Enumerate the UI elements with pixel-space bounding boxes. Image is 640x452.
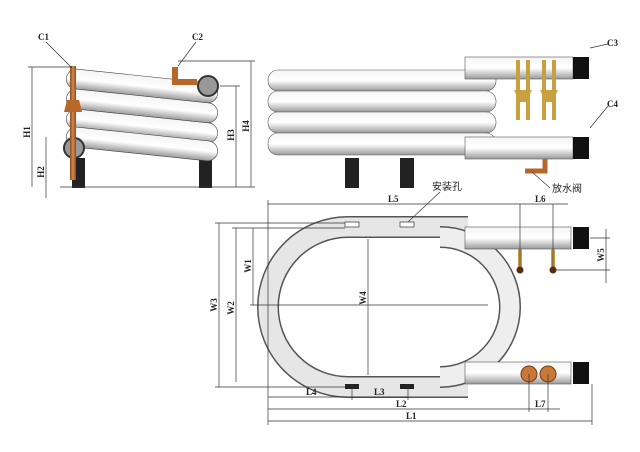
outlet-end-cap bbox=[197, 75, 219, 97]
coil-turn bbox=[267, 111, 497, 134]
leader-line-c1 bbox=[45, 41, 73, 69]
label-w1: W1 bbox=[243, 259, 253, 273]
side-view: C1 C2 H1 H2 H3 H4 bbox=[22, 32, 255, 198]
end-cap-c4 bbox=[573, 137, 589, 159]
label-h4: H4 bbox=[241, 120, 251, 132]
top-view-vertical-dimension-lines bbox=[215, 222, 610, 388]
inlet-sleeve bbox=[464, 136, 574, 160]
label-l2: L2 bbox=[396, 399, 407, 409]
copper-reducer bbox=[64, 100, 82, 112]
label-drain-valve: 放水阀 bbox=[552, 182, 582, 195]
mounting-hole bbox=[399, 221, 415, 228]
top-view-horizontal-dimension-lines bbox=[267, 200, 593, 425]
label-l6: L6 bbox=[535, 194, 546, 204]
label-l7: L7 bbox=[535, 399, 546, 409]
brass-fittings bbox=[516, 249, 557, 274]
label-w2: W2 bbox=[226, 301, 236, 315]
coil-turn bbox=[267, 132, 497, 156]
label-h3: H3 bbox=[226, 129, 236, 141]
foot-right bbox=[400, 158, 414, 188]
mounting-hole bbox=[344, 221, 360, 228]
label-h2: H2 bbox=[36, 166, 46, 178]
mounting-foot bbox=[400, 384, 414, 389]
label-c2: C2 bbox=[192, 32, 203, 42]
label-c3: C3 bbox=[607, 38, 618, 48]
leader-line-c3 bbox=[589, 43, 609, 49]
label-l3: L3 bbox=[374, 387, 385, 397]
label-w5: W5 bbox=[596, 248, 606, 262]
drain-valve-pipe bbox=[525, 159, 548, 174]
end-cap bbox=[573, 362, 589, 384]
label-c4: C4 bbox=[607, 99, 618, 109]
leader-line-c4 bbox=[589, 105, 609, 129]
end-cap-c3 bbox=[573, 57, 589, 79]
label-mounting-hole: 安装孔 bbox=[432, 180, 462, 193]
end-cap bbox=[573, 227, 589, 249]
copper-pipe-c2 bbox=[172, 67, 197, 85]
leader-line-c2 bbox=[177, 41, 197, 67]
label-w4: W4 bbox=[358, 291, 368, 305]
label-l5: L5 bbox=[388, 194, 399, 204]
leader-line-drain-valve bbox=[531, 171, 551, 189]
top-view: 安装孔 L5 L6 L4 L3 L2 L1 L7 W3 W2 W1 W4 W5 bbox=[209, 180, 610, 425]
label-l1: L1 bbox=[406, 411, 417, 421]
label-w3: W3 bbox=[209, 298, 219, 312]
foot-right bbox=[199, 158, 212, 188]
label-c1: C1 bbox=[38, 32, 49, 42]
side-view-dimension-lines bbox=[28, 60, 255, 198]
label-h1: H1 bbox=[22, 126, 32, 138]
coil-return-bend bbox=[439, 226, 521, 388]
coil-turn bbox=[267, 69, 497, 92]
copper-pipe-c1 bbox=[70, 66, 76, 180]
label-l4: L4 bbox=[306, 387, 317, 397]
leader-line-mounting-hole bbox=[407, 191, 441, 223]
brass-fittings bbox=[514, 60, 558, 120]
outlet-sleeve bbox=[464, 226, 572, 250]
coil-turns bbox=[66, 68, 218, 162]
coil-turn bbox=[66, 126, 218, 162]
front-view: C3 C4 放水阀 bbox=[267, 38, 618, 195]
coil-turn bbox=[267, 90, 497, 113]
foot-left bbox=[345, 158, 359, 188]
